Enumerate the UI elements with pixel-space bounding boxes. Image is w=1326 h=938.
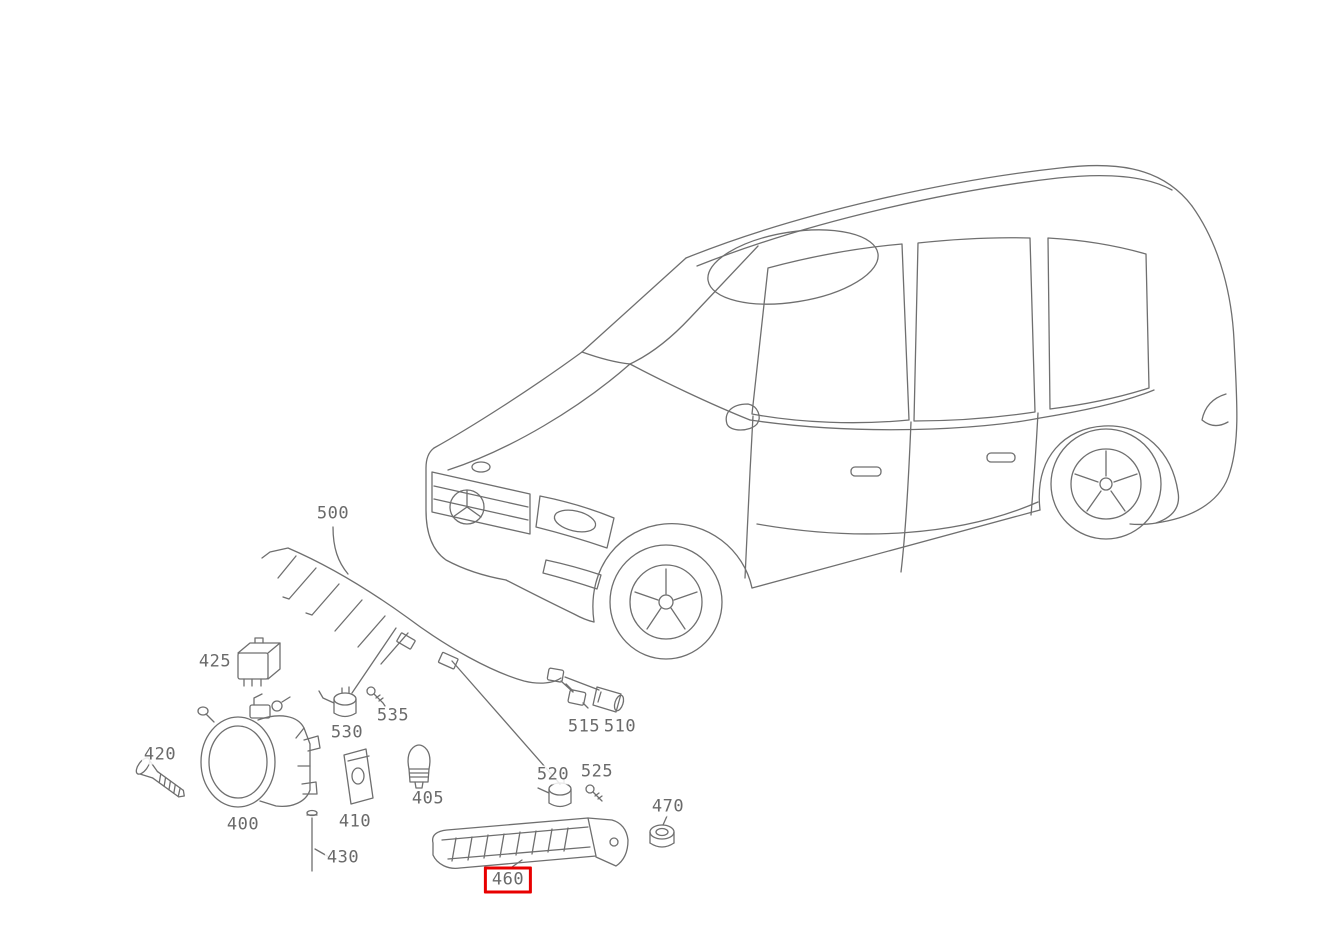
nut-470 (649, 824, 675, 848)
part-label-430[interactable]: 430 (324, 847, 362, 868)
screw-535 (366, 686, 386, 707)
bulb-socket-530 (318, 686, 357, 718)
part-label-530[interactable]: 530 (328, 722, 366, 743)
part-label-515[interactable]: 515 (565, 716, 603, 737)
door-handle (986, 452, 1016, 463)
relay-425 (237, 637, 281, 687)
part-label-520[interactable]: 520 (534, 764, 572, 785)
part-label-535[interactable]: 535 (374, 705, 412, 726)
door-handle (850, 466, 882, 477)
screw-525 (585, 784, 603, 802)
connector-515 (565, 683, 589, 709)
part-label-400[interactable]: 400 (224, 814, 262, 835)
part-label-500[interactable]: 500 (314, 503, 352, 524)
rear-wheel (1038, 425, 1180, 540)
part-label-410[interactable]: 410 (336, 811, 374, 832)
part-label-460-selected[interactable]: 460 (483, 866, 533, 894)
front-grille (431, 461, 531, 535)
part-label-525[interactable]: 525 (578, 761, 616, 782)
leader-lines (314, 526, 668, 868)
part-label-420[interactable]: 420 (141, 744, 179, 765)
part-label-470[interactable]: 470 (649, 796, 687, 817)
vehicle-illustration (425, 164, 1238, 660)
bulb-405 (407, 744, 431, 789)
fog-lamp-400 (197, 693, 321, 808)
part-label-510[interactable]: 510 (601, 716, 639, 737)
wiring-harness-500 (261, 547, 600, 693)
part-label-405[interactable]: 405 (409, 788, 447, 809)
front-wheel (592, 523, 753, 660)
side-mirror (725, 403, 760, 431)
headlamp (535, 495, 615, 549)
pin-430 (306, 809, 318, 872)
side-windows (751, 237, 1150, 424)
drl-lamp-460 (431, 817, 629, 870)
screw-420 (135, 757, 185, 798)
connector-510 (592, 686, 625, 713)
sunroof (707, 229, 879, 305)
part-label-425[interactable]: 425 (196, 651, 234, 672)
tail-lamp (1201, 393, 1229, 427)
bracket-410 (343, 748, 374, 805)
